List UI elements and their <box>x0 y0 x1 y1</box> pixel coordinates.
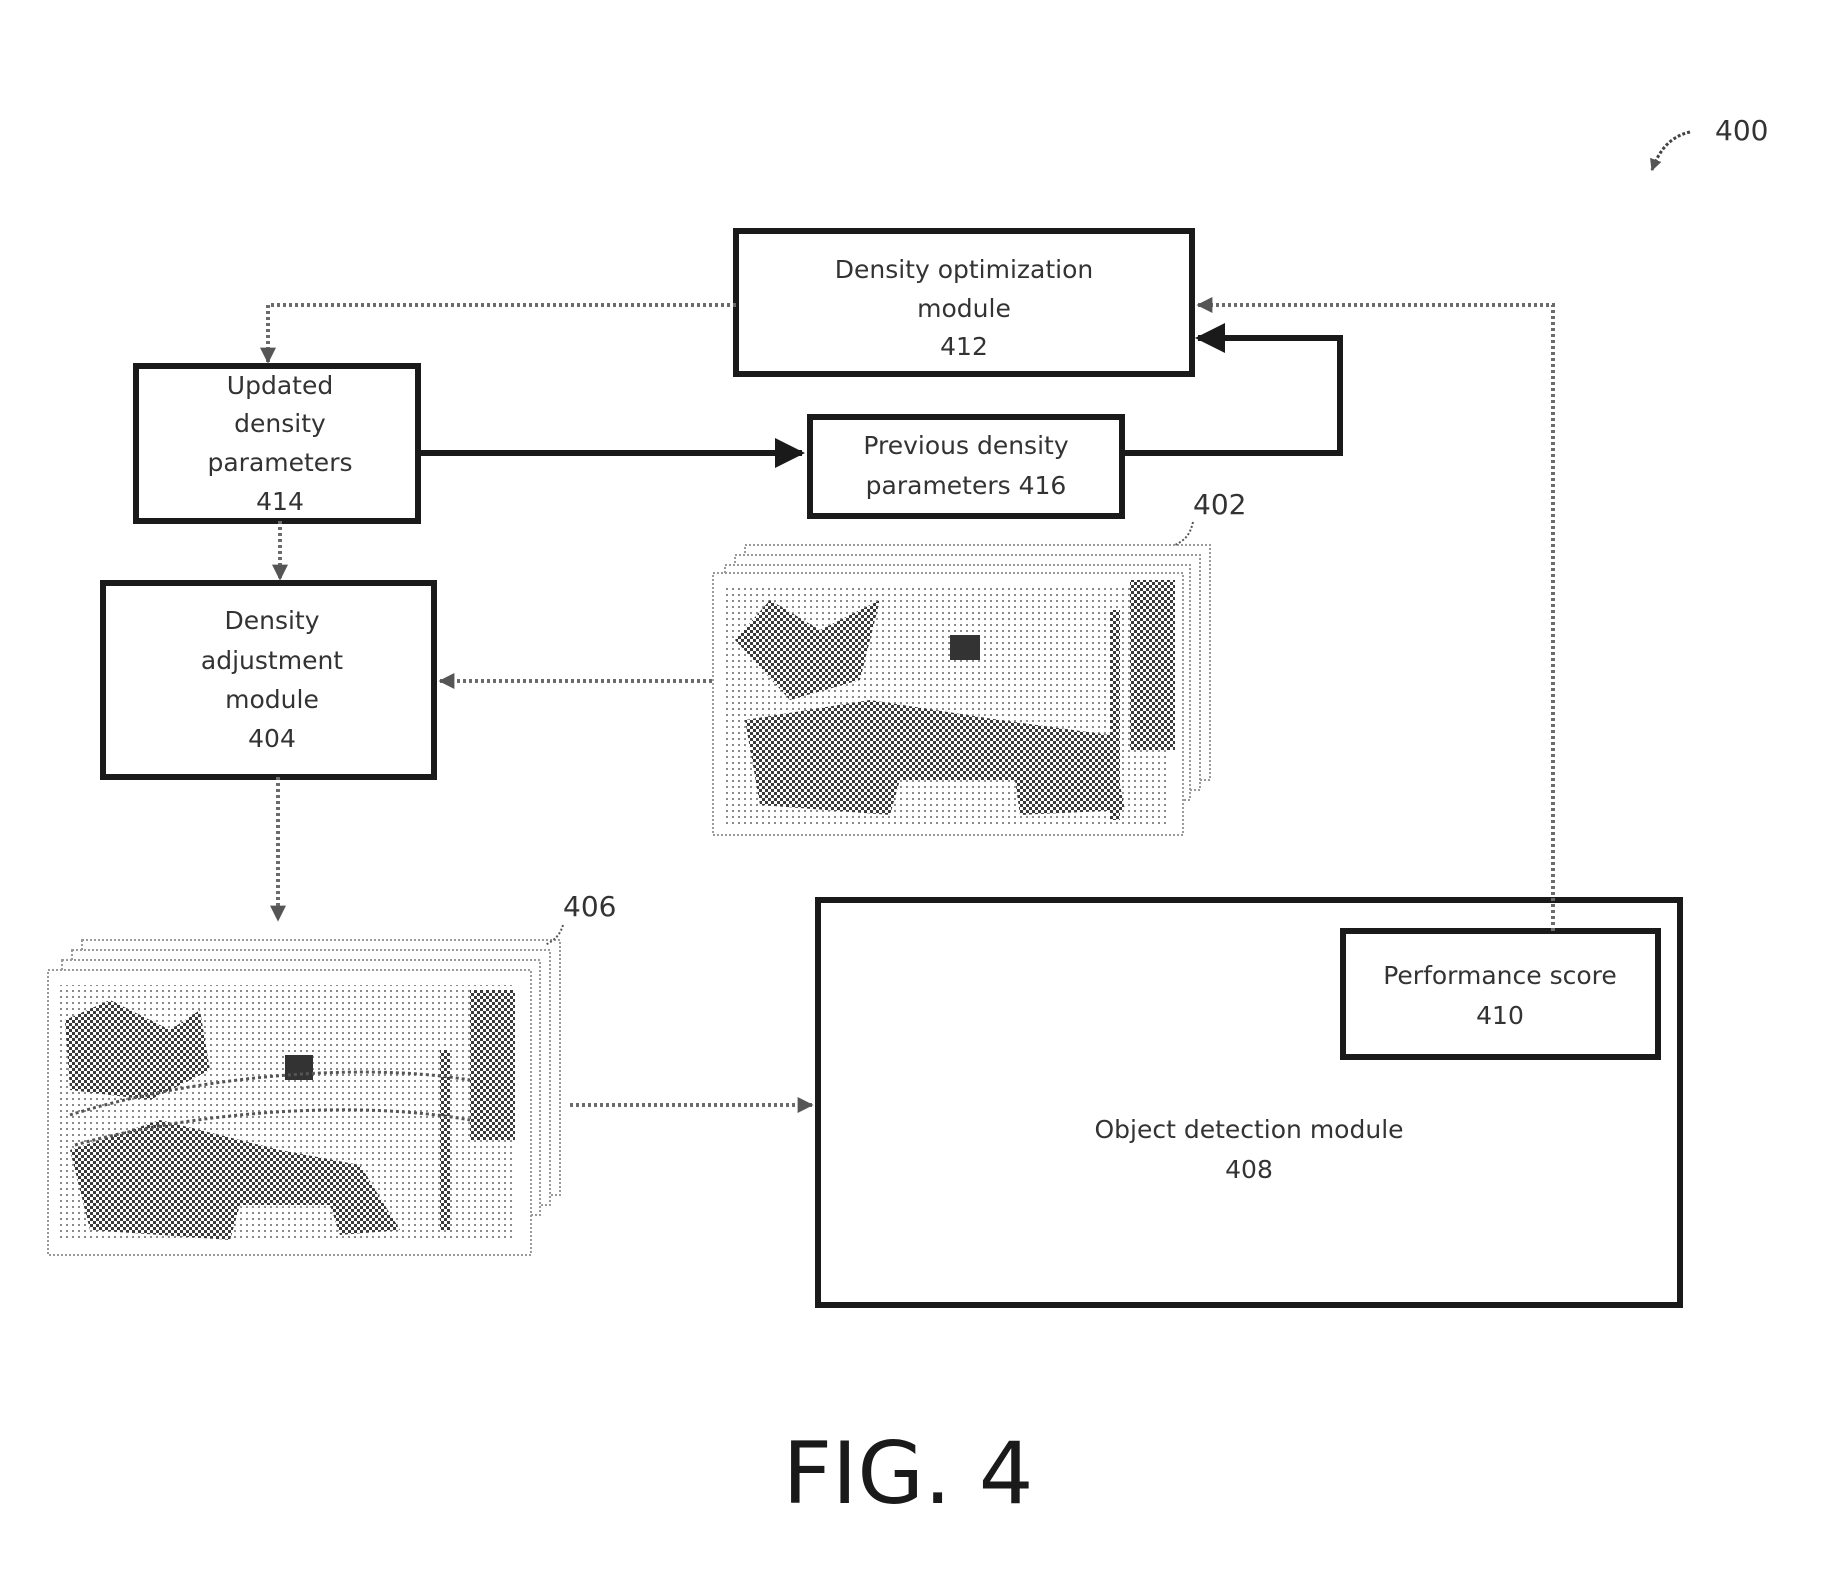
connector-previous-to-optimization <box>1122 323 1343 456</box>
previous-params-box <box>807 414 1125 519</box>
updated-params-line2: density <box>234 409 326 438</box>
figure-ref-label: 400 <box>1715 114 1768 147</box>
density-adjustment-line2: adjustment <box>201 646 343 675</box>
performance-score-ref: 410 <box>1476 1001 1524 1030</box>
figure-ref-arrow <box>1650 130 1691 172</box>
connector-score-to-optimization <box>1196 297 1555 931</box>
input-stack-ref: 402 <box>1193 488 1246 521</box>
previous-params-line2: parameters 416 <box>866 471 1067 500</box>
updated-params-ref: 414 <box>256 487 304 516</box>
performance-score-box <box>1340 928 1661 1060</box>
density-adjustment-module: Density adjustment module 404 <box>100 580 437 780</box>
updated-params-line3: parameters <box>207 448 352 477</box>
adjusted-stack-leader <box>544 924 564 946</box>
object-detection-line1: Object detection module <box>1094 1115 1403 1144</box>
updated-density-parameters: Updated density parameters 414 <box>133 363 421 524</box>
performance-score: Performance score 410 <box>1340 928 1661 1060</box>
density-optimization-line1: Density optimization <box>835 255 1094 284</box>
input-image-stack: 402 <box>712 488 1246 836</box>
adjusted-image-stack: 406 <box>47 890 616 1256</box>
density-optimization-line2: module <box>917 294 1011 323</box>
connectors <box>260 297 1555 1113</box>
connector-optimization-to-updated <box>260 303 736 364</box>
input-stack-leader <box>1174 521 1194 546</box>
adjusted-stack-ref: 406 <box>563 890 616 923</box>
density-adjustment-box <box>100 580 437 780</box>
figure-ref-400: 400 <box>1650 114 1768 172</box>
previous-params-line1: Previous density <box>863 431 1068 460</box>
density-optimization-module: Density optimization module 412 <box>733 228 1195 377</box>
object-detection-ref: 408 <box>1225 1155 1273 1184</box>
density-optimization-ref: 412 <box>940 332 988 361</box>
updated-params-box <box>133 363 421 524</box>
figure-caption: FIG. 4 <box>783 1424 1034 1524</box>
density-adjustment-line3: module <box>225 685 319 714</box>
density-optimization-box <box>733 228 1195 377</box>
input-image-content <box>725 580 1175 825</box>
density-adjustment-ref: 404 <box>248 724 296 753</box>
density-adjustment-line1: Density <box>224 606 319 635</box>
adjusted-image-content <box>60 985 515 1240</box>
previous-density-parameters: Previous density parameters 416 <box>807 414 1125 519</box>
updated-params-line1: Updated <box>227 371 333 400</box>
performance-score-line1: Performance score <box>1383 961 1617 990</box>
